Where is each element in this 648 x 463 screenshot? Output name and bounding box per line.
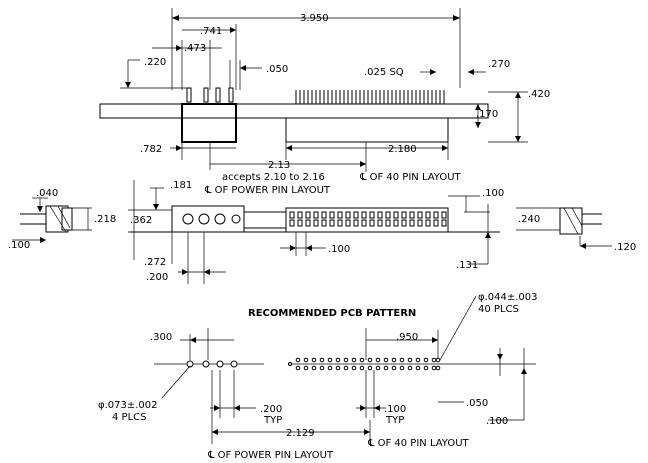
pcb-signal-span-label: .950: [396, 332, 418, 343]
pcb-power-count-label: 4 PLCS: [112, 412, 146, 423]
cl-40pin-label-bottom: ℄ OF 40 PIN LAYOUT: [367, 438, 470, 449]
overall-length-label: 3.950: [300, 13, 329, 24]
face-height-label: .362: [130, 215, 152, 226]
pcb-power-typ-label: TYP: [263, 415, 282, 426]
end-height-label: .218: [94, 214, 116, 225]
pcb-hole-dia-label: φ.044±.003: [478, 292, 538, 303]
body-height-label: .420: [528, 89, 550, 100]
right-end-offset-label: .120: [614, 242, 636, 253]
power-height-label: .220: [144, 57, 166, 68]
front-view: .181 .362 .272 .200: [128, 180, 504, 284]
end-width-label: .040: [36, 188, 58, 199]
face-bottom-label: .272: [144, 257, 166, 268]
signal-right-top-label: .100: [482, 188, 504, 199]
right-end-height-label: .240: [518, 214, 540, 225]
signal-contacts-front: [289, 211, 447, 227]
end-view-left: .040 .218 .100: [8, 188, 116, 251]
pcb-signal-typ-label: TYP: [385, 415, 404, 426]
cl-power-label-top: ℄ OF POWER PIN LAYOUT: [204, 185, 331, 196]
pcb-hole-count-label: 40 PLCS: [478, 304, 519, 315]
side-view: 3.950 .741 .473 .220 .050: [99, 8, 550, 196]
pcb-center-span-label: 2.129: [286, 428, 315, 439]
body-offset-label: .782: [140, 144, 162, 155]
cl-power-label-bottom: ℄ OF POWER PIN LAYOUT: [207, 450, 334, 461]
pcb-left-offset-label: .300: [150, 332, 172, 343]
pcb-title: RECOMMENDED PCB PATTERN: [248, 308, 416, 319]
pcb-power-hole-label: φ.073±.002: [98, 400, 158, 411]
flange-label: .170: [476, 109, 498, 120]
pcb-signal-holes: [288, 357, 441, 371]
end-offset-label: .100: [8, 240, 30, 251]
signal-pitch-label: .100: [328, 244, 350, 255]
signal-pin-square-label: .025 SQ: [364, 67, 404, 78]
pcb-right-a-label: .050: [466, 398, 488, 409]
signal-pin-height-label: .270: [488, 59, 510, 70]
cl-40pin-label-top: ℄ OF 40 PIN LAYOUT: [359, 172, 462, 183]
signal-right-bottom-label: .131: [456, 260, 478, 271]
pcb-signal-pitch-label: .100: [384, 404, 406, 415]
power-span-label: .741: [200, 26, 222, 37]
pin-width-label: .050: [266, 64, 288, 75]
end-view-right: .240 .120: [516, 207, 636, 253]
power-spacing-label: .200: [146, 272, 168, 283]
centerline-distance-label: 2.13: [268, 160, 290, 171]
signal-pins-side: [295, 90, 445, 104]
pcb-power-pitch-label: .200: [260, 404, 282, 415]
power-pitch-label: .473: [184, 43, 206, 54]
power-top-label: .181: [170, 180, 192, 191]
pcb-right-b-label: .100: [486, 416, 508, 427]
signal-body-label: 2.180: [388, 144, 417, 155]
accepts-range-label: accepts 2.10 to 2.16: [222, 172, 325, 183]
pcb-pattern: RECOMMENDED PCB PATTERN φ.044±.003 40 PL…: [98, 292, 538, 461]
